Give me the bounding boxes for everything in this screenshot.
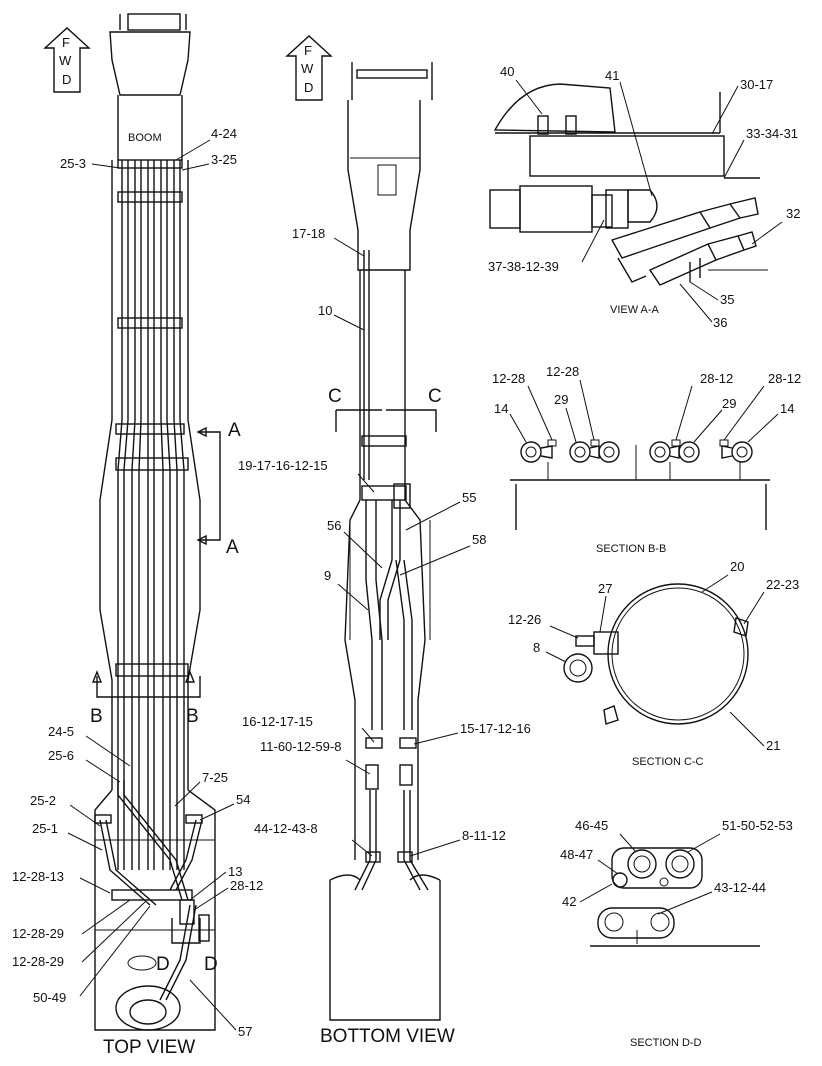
callout-bb-29-a: 29 — [554, 392, 568, 407]
view-a-a-title: VIEW A-A — [610, 304, 660, 316]
callout-12-28-29-b: 12-28-29 — [12, 954, 64, 969]
top-view-title: TOP VIEW — [103, 1037, 195, 1058]
callout-25-6: 25-6 — [48, 748, 74, 763]
callout-3-25: 3-25 — [211, 152, 237, 167]
callout-dd-42: 42 — [562, 894, 576, 909]
callout-16-12-17-15: 16-12-17-15 — [242, 714, 313, 729]
callout-cc-21: 21 — [766, 738, 780, 753]
fwd-letter-d: D — [62, 72, 71, 87]
callout-dd-48-47: 48-47 — [560, 847, 593, 862]
callout-32: 32 — [786, 206, 800, 221]
boom-outline-bottom — [329, 62, 441, 1021]
callout-25-1: 25-1 — [32, 821, 58, 836]
callout-37-38-12-39: 37-38-12-39 — [488, 259, 559, 274]
callout-bb-14-b: 14 — [780, 401, 794, 416]
section-d-d-title: SECTION D-D — [630, 1037, 702, 1049]
callout-17-18: 17-18 — [292, 226, 325, 241]
section-b-b: 12-28 12-28 28-12 28-12 14 29 29 14 SECT… — [492, 364, 801, 555]
section-c-label-right: C — [428, 386, 442, 407]
callout-7-25: 7-25 — [202, 770, 228, 785]
callout-bb-14-a: 14 — [494, 401, 508, 416]
callout-35: 35 — [720, 292, 734, 307]
callout-dd-46-45: 46-45 — [575, 818, 608, 833]
hose-bundle-top — [94, 159, 210, 1001]
callout-15-17-12-16: 15-17-12-16 — [460, 721, 531, 736]
callout-cc-20: 20 — [730, 559, 744, 574]
callout-cc-22-23: 22-23 — [766, 577, 799, 592]
callout-24-5: 24-5 — [48, 724, 74, 739]
callout-55: 55 — [462, 490, 476, 505]
section-b-b-title: SECTION B-B — [596, 543, 666, 555]
fwd-letter-w: W — [59, 53, 72, 68]
fwd-letter-f-2: F — [304, 43, 312, 58]
boom-outline-top — [94, 160, 216, 1031]
callout-9: 9 — [324, 568, 331, 583]
top-view-callouts: 4-24 25-3 3-25 24-5 25-6 7-25 25-2 54 25… — [12, 126, 263, 1039]
callout-50-49: 50-49 — [33, 990, 66, 1005]
fwd-arrow-top: F W D — [43, 27, 91, 93]
callout-33-34-31: 33-34-31 — [746, 126, 798, 141]
callout-10: 10 — [318, 303, 332, 318]
section-d-label-left: D — [156, 954, 170, 975]
callout-36: 36 — [713, 315, 727, 330]
callout-25-2: 25-2 — [30, 793, 56, 808]
hose-routing-bottom — [354, 250, 429, 891]
section-c-marker: C C — [328, 386, 442, 432]
bottom-view: F W D — [238, 35, 531, 1047]
section-c-c: 20 22-23 27 12-26 8 21 SECTION C-C — [508, 559, 799, 768]
callout-30-17: 30-17 — [740, 77, 773, 92]
callout-12-28-29-a: 12-28-29 — [12, 926, 64, 941]
fwd-letter-d-2: D — [304, 80, 313, 95]
fwd-letter-f: F — [62, 35, 70, 50]
callout-dd-51-50-52-53: 51-50-52-53 — [722, 818, 793, 833]
top-view: F W D BOOM — [12, 13, 263, 1058]
boom-label: BOOM — [128, 132, 162, 144]
callout-4-24: 4-24 — [211, 126, 237, 141]
callout-25-3: 25-3 — [60, 156, 86, 171]
section-a-label-bottom: A — [226, 537, 239, 558]
boom-nose-top: BOOM — [109, 13, 191, 160]
callout-58: 58 — [472, 532, 486, 547]
section-a-label-top: A — [228, 420, 241, 441]
section-c-c-title: SECTION C-C — [632, 756, 704, 768]
callout-8-11-12: 8-11-12 — [462, 828, 506, 843]
callout-bb-28-12-b: 28-12 — [768, 371, 801, 386]
fwd-letter-w-2: W — [301, 61, 314, 76]
callout-bb-12-28-b: 12-28 — [546, 364, 579, 379]
callout-40: 40 — [500, 64, 514, 79]
callout-cc-8: 8 — [533, 640, 540, 655]
callout-dd-43-12-44: 43-12-44 — [714, 880, 766, 895]
section-b-label-left: B — [90, 706, 103, 727]
section-b-label-right: B — [186, 706, 199, 727]
callout-bb-28-12-a: 28-12 — [700, 371, 733, 386]
section-d-marker: D D — [156, 918, 218, 975]
callout-28-12: 28-12 — [230, 878, 263, 893]
callout-11-60-12-59-8: 11-60-12-59-8 — [260, 739, 341, 754]
callout-cc-27: 27 — [598, 581, 612, 596]
callout-57: 57 — [238, 1024, 252, 1039]
callout-bb-12-28-a: 12-28 — [492, 371, 525, 386]
callout-bb-29-b: 29 — [722, 396, 736, 411]
callout-54: 54 — [236, 792, 250, 807]
section-d-d: 46-45 51-50-52-53 48-47 43-12-44 42 SECT… — [560, 818, 793, 1049]
section-c-label-left: C — [328, 386, 342, 407]
callout-56: 56 — [327, 518, 341, 533]
callout-19-17-16-12-15: 19-17-16-12-15 — [238, 458, 328, 473]
bottom-view-callouts: 17-18 10 19-17-16-12-15 55 56 58 9 16-12… — [238, 226, 531, 857]
callout-41: 41 — [605, 68, 619, 83]
section-a-marker: A A — [196, 420, 241, 558]
section-d-label-right: D — [204, 954, 218, 975]
callout-12-28-13: 12-28-13 — [12, 869, 64, 884]
view-a-a: 40 41 30-17 33-34-31 32 37-38-12-39 35 3… — [488, 64, 800, 330]
section-b-marker: B B — [90, 670, 201, 727]
callout-cc-12-26: 12-26 — [508, 612, 541, 627]
fwd-arrow-bottom: F W D — [285, 35, 333, 101]
callout-44-12-43-8: 44-12-43-8 — [254, 821, 318, 836]
bottom-view-title: BOTTOM VIEW — [320, 1026, 455, 1047]
callout-13: 13 — [228, 864, 242, 879]
